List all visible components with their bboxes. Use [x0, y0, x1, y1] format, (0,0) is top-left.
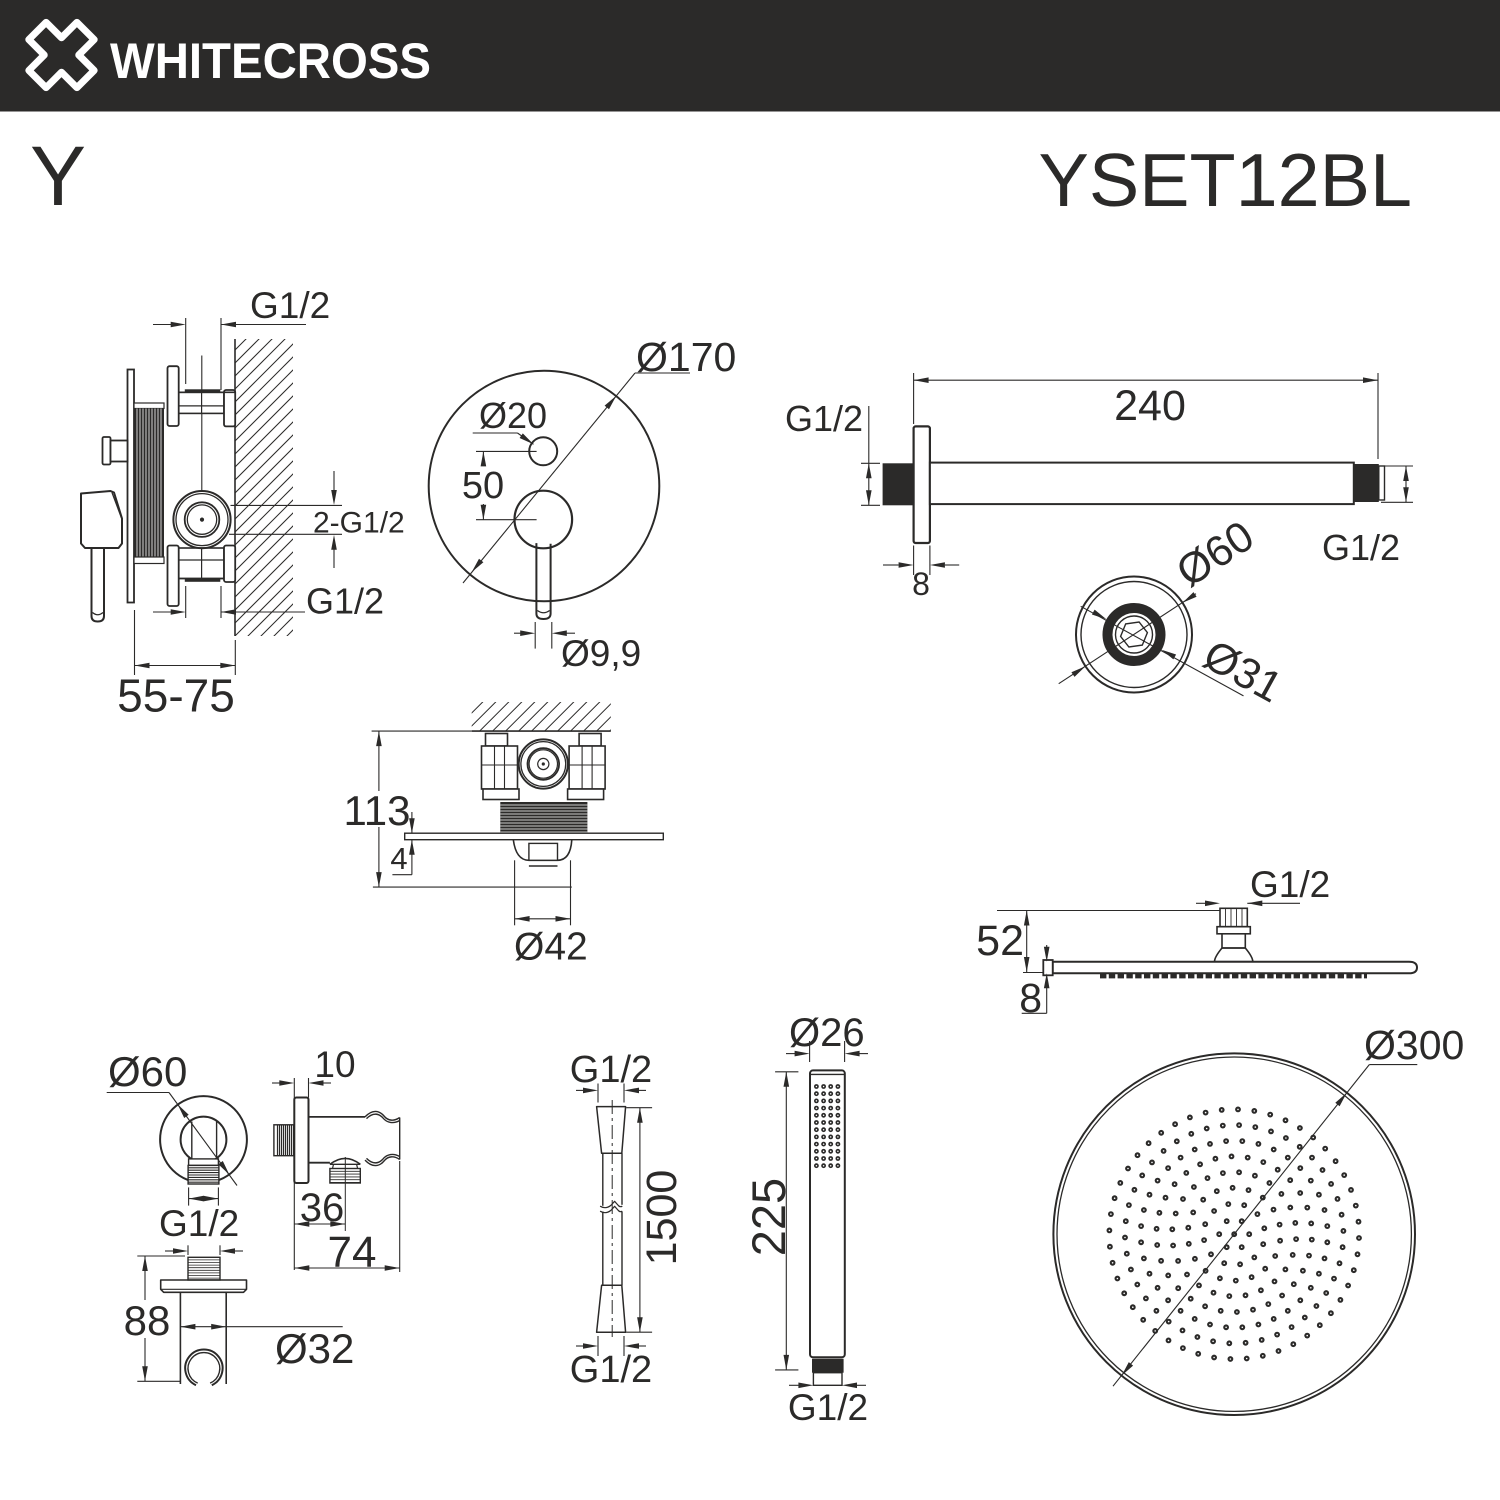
svg-text:Ø32: Ø32 — [275, 1325, 354, 1372]
svg-text:88: 88 — [124, 1297, 171, 1344]
svg-text:Ø300: Ø300 — [1364, 1022, 1464, 1068]
svg-text:G1/2: G1/2 — [570, 1349, 652, 1391]
svg-text:10: 10 — [314, 1044, 355, 1085]
svg-text:WHITECROSS: WHITECROSS — [110, 33, 431, 89]
svg-text:Ø42: Ø42 — [514, 926, 588, 969]
svg-text:Y: Y — [30, 129, 86, 223]
svg-text:52: 52 — [976, 917, 1024, 965]
svg-text:8: 8 — [1019, 975, 1042, 1021]
svg-text:G1/2: G1/2 — [159, 1203, 239, 1244]
svg-text:G1/2: G1/2 — [785, 398, 863, 439]
svg-text:50: 50 — [462, 465, 504, 507]
svg-text:1500: 1500 — [638, 1170, 686, 1266]
svg-text:G1/2: G1/2 — [570, 1049, 652, 1091]
svg-text:G1/2: G1/2 — [1250, 864, 1330, 905]
svg-text:74: 74 — [328, 1228, 377, 1277]
svg-text:G1/2: G1/2 — [1322, 527, 1400, 568]
svg-text:240: 240 — [1114, 382, 1186, 430]
svg-text:G1/2: G1/2 — [788, 1387, 868, 1428]
svg-text:36: 36 — [300, 1186, 345, 1230]
svg-text:113: 113 — [344, 787, 411, 834]
svg-text:G1/2: G1/2 — [306, 581, 384, 622]
svg-text:4: 4 — [390, 841, 407, 876]
svg-text:55-75: 55-75 — [117, 670, 235, 722]
svg-text:225: 225 — [742, 1178, 795, 1256]
svg-text:Ø170: Ø170 — [636, 334, 736, 380]
svg-text:8: 8 — [912, 566, 930, 602]
svg-text:YSET12BL: YSET12BL — [1038, 138, 1412, 222]
svg-text:Ø26: Ø26 — [789, 1011, 865, 1055]
svg-text:G1/2: G1/2 — [250, 285, 330, 326]
svg-text:Ø20: Ø20 — [479, 395, 547, 436]
svg-text:Ø9,9: Ø9,9 — [561, 633, 641, 674]
svg-text:Ø60: Ø60 — [108, 1048, 187, 1095]
svg-text:2-G1/2: 2-G1/2 — [313, 507, 405, 540]
